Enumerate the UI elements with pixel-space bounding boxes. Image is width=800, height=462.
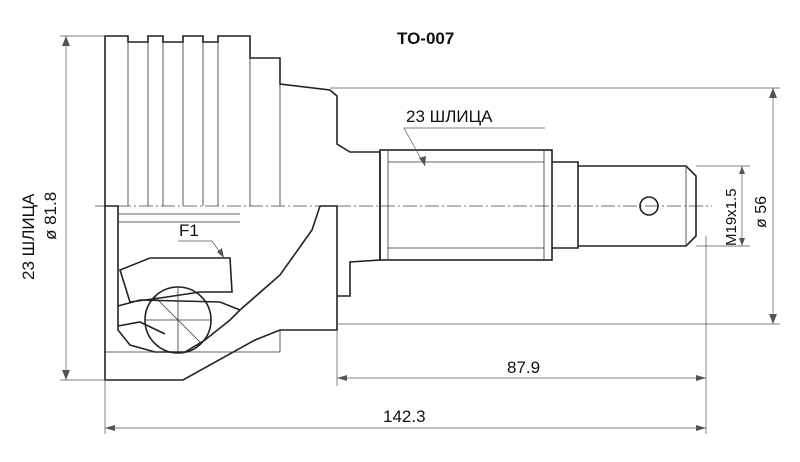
total-length-label: 142.3 <box>383 407 426 426</box>
leader-inner-splines <box>403 127 545 167</box>
inner-splines-label: 23 ШЛИЦА <box>406 107 493 126</box>
shaft-length-label: 87.9 <box>507 358 540 377</box>
dim-thread <box>696 165 750 247</box>
cotter-pin-hole <box>639 196 659 216</box>
stub-shaft <box>337 149 697 297</box>
dim-shaft-length <box>336 236 707 386</box>
dim-total-length <box>104 380 707 434</box>
part-number: TO-007 <box>397 29 454 48</box>
dim-outer-diameter <box>60 35 105 381</box>
cage <box>117 299 241 335</box>
housing-outline <box>104 35 380 206</box>
feature-label: F1 <box>179 221 199 240</box>
leader-f1 <box>178 240 225 259</box>
dim-seal-diameter <box>330 87 780 325</box>
outer-diameter-label: ø 81.8 <box>41 192 60 240</box>
inner-race <box>119 257 233 303</box>
housing-section <box>104 205 338 381</box>
outer-splines-label: 23 ШЛИЦА <box>19 193 38 280</box>
seal-diameter-label: ø 56 <box>753 196 770 228</box>
thread-label: M19x1.5 <box>723 188 740 246</box>
